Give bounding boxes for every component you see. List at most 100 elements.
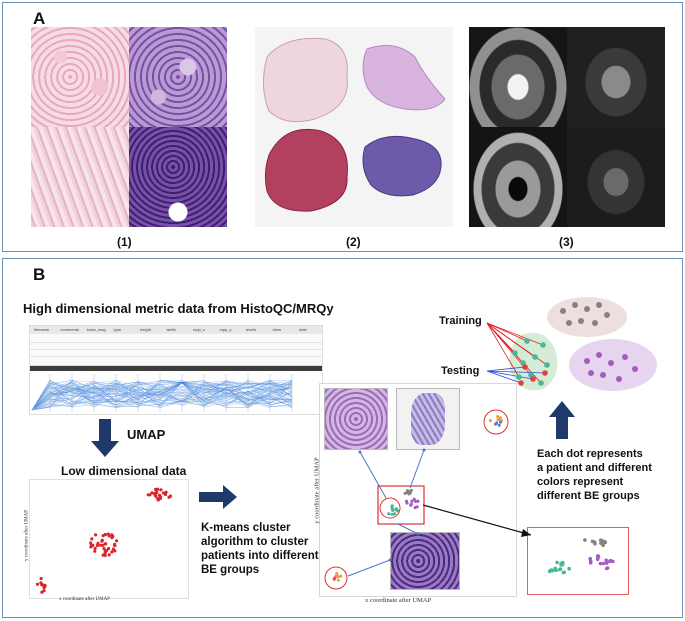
mri-tile-top-left <box>469 27 567 127</box>
training-patient-dot <box>544 362 550 368</box>
scatter-point <box>414 499 418 503</box>
mri-images-grid <box>469 27 665 227</box>
scatter-point <box>103 532 107 537</box>
gray-patient-dot <box>578 318 584 324</box>
table-header-cell: levels <box>246 327 257 332</box>
scatter-point <box>498 416 502 420</box>
large-umap-svg <box>324 409 509 590</box>
pc-line <box>31 379 293 411</box>
testing-patient-dot <box>542 370 548 376</box>
thumbnail-link-arrowhead <box>358 450 362 454</box>
table-header-cell: width <box>166 327 176 332</box>
scatter-point <box>164 490 168 494</box>
pc-line <box>31 382 293 411</box>
scatter-point <box>339 574 343 578</box>
scatter-point <box>558 567 563 571</box>
slide-4-shape <box>362 135 442 197</box>
slide-thumbnails-svg <box>263 37 446 212</box>
scatter-point <box>161 491 166 495</box>
scatter-point <box>598 561 603 566</box>
table-header-cell: dims <box>272 327 281 332</box>
pc-line <box>31 380 293 411</box>
scatter-point <box>595 554 600 558</box>
scatter-point <box>90 537 94 541</box>
pc-line <box>31 380 293 411</box>
pc-line <box>31 383 293 411</box>
pc-line <box>31 380 293 411</box>
pc-line <box>31 383 293 411</box>
scatter-point <box>390 505 394 509</box>
purple-patient-dot <box>608 360 614 366</box>
pc-line <box>31 382 293 411</box>
scatter-point <box>156 498 160 502</box>
scatter-point <box>396 509 400 513</box>
scatter-point <box>409 488 413 493</box>
thumbnail-purple-tissue-shape <box>411 393 445 445</box>
large-plot-ylabel: y coordinate after UMAP <box>313 457 321 524</box>
plot-toolbar <box>30 366 322 371</box>
purple-patient-dot <box>600 372 606 378</box>
table-header-cell: base_mag <box>87 327 106 332</box>
kmeans-line-1: K-means cluster <box>201 522 291 534</box>
scatter-point <box>154 487 158 491</box>
scatter-point <box>604 561 609 565</box>
scatter-point <box>416 499 420 503</box>
scatter-point <box>35 582 40 586</box>
scatter-point <box>392 512 397 516</box>
mri-tile-bottom-left <box>469 127 567 227</box>
scatter-point <box>604 566 609 571</box>
zoom-inset-svg <box>547 538 615 575</box>
classifier-up-arrow <box>549 401 575 439</box>
pc-line <box>31 379 293 411</box>
purple-patient-dot <box>616 376 622 382</box>
scatter-point <box>548 569 552 573</box>
testing-link <box>486 370 522 384</box>
slide-2-shape <box>362 44 446 111</box>
thumbnail-link-arrowhead <box>422 448 426 452</box>
kmeans-description: K-means cluster algorithm to cluster pat… <box>201 521 319 577</box>
low-dim-title: Low dimensional data <box>61 464 187 478</box>
gray-patient-dot <box>566 320 572 326</box>
caption-2: (2) <box>346 235 361 249</box>
scatter-point <box>497 423 501 427</box>
panel-b: B High dimensional metric data from Hist… <box>2 258 683 618</box>
pc-line <box>31 379 293 411</box>
gray-patient-dot <box>592 320 598 326</box>
zoom-inset <box>527 527 629 595</box>
small-scatter-svg <box>35 487 173 594</box>
table-header-cell: filename <box>34 327 50 332</box>
scatter-point <box>551 568 555 573</box>
small-umap-scatter <box>29 479 189 599</box>
thumbnail-pink-tissue <box>324 388 388 450</box>
thumbnail-link-arrow <box>397 523 419 535</box>
umap-label: UMAP <box>127 427 166 442</box>
testing-link <box>486 370 534 380</box>
scatter-point <box>93 549 97 553</box>
scatter-point <box>413 506 417 510</box>
pc-line <box>31 381 293 411</box>
scatter-point <box>336 575 340 579</box>
scatter-point <box>555 560 559 565</box>
scatter-point <box>604 558 608 563</box>
training-patient-dot <box>538 380 544 386</box>
bottom-cluster-circle <box>324 566 348 590</box>
scatter-point <box>167 495 171 499</box>
pc-line <box>31 381 293 411</box>
purple-patient-dot <box>588 370 594 376</box>
small-scatter-xlabel: x coordinate after UMAP <box>59 597 110 602</box>
training-patient-dot <box>524 338 530 344</box>
testing-link <box>486 366 526 372</box>
histology-tile-bottom-left <box>31 127 129 227</box>
histology-tiles-grid <box>31 27 227 227</box>
scatter-point <box>150 491 154 495</box>
scatter-point <box>113 542 117 546</box>
scatter-point <box>159 488 163 492</box>
table-header-cell: mpp_x <box>193 327 206 332</box>
scatter-point <box>107 547 111 551</box>
thumbnail-link-arrow <box>347 559 391 577</box>
dot-line-3: colors represent <box>537 476 624 488</box>
scatter-point <box>39 576 43 581</box>
scatter-point <box>146 493 150 497</box>
scatter-point <box>496 418 500 422</box>
